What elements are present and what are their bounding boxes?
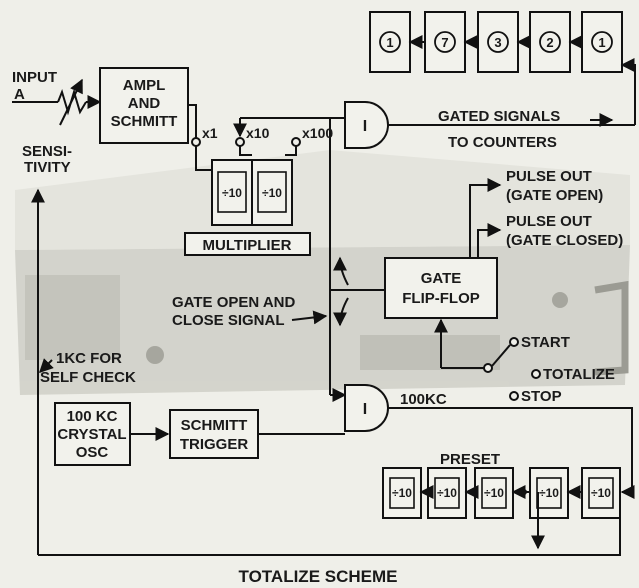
crystal-osc-block: 100 KC CRYSTAL OSC [55, 403, 130, 465]
tap-x1-label: x1 [202, 125, 218, 141]
switch-stop-label: STOP [521, 388, 562, 405]
self-check-label-2: SELF CHECK [40, 369, 136, 386]
trigger-label: TRIGGER [180, 436, 249, 453]
tap-x10-label: x10 [246, 125, 270, 141]
ampl-schmitt-block: AMPL AND SCHMITT [100, 68, 188, 143]
preset-div-2: ÷10 [437, 486, 457, 500]
pulse-closed-label: PULSE OUT [506, 213, 592, 230]
flipflop-label: FLIP-FLOP [402, 290, 480, 307]
multiplier-label: MULTIPLIER [203, 237, 292, 254]
counter-digit-4: 2 [546, 35, 553, 50]
and-gate-top-label: I [363, 118, 367, 135]
freq-100kc-label: 100KC [400, 391, 447, 408]
crystal-freq-label: 100 KC [67, 408, 118, 425]
self-check-label: 1KC FOR [56, 350, 122, 367]
to-counters-label: TO COUNTERS [448, 134, 557, 151]
preset-div-3: ÷10 [484, 486, 504, 500]
counter-digit-2: 7 [441, 35, 448, 50]
close-signal-label: CLOSE SIGNAL [172, 312, 285, 329]
gate-label: GATE [421, 270, 462, 287]
sensitivity-label: SENSI- [22, 143, 72, 160]
gate-open-label: (GATE OPEN) [506, 187, 603, 204]
preset-div-5: ÷10 [591, 486, 611, 500]
preset-div-4: ÷10 [539, 486, 559, 500]
tap-x100-label: x100 [302, 125, 333, 141]
switch-start-label: START [521, 334, 570, 351]
ampl-label: AMPL [123, 77, 166, 94]
and-label: AND [128, 95, 161, 112]
counter-digit-5: 1 [598, 35, 605, 50]
multiplier-div2-label: ÷10 [262, 186, 282, 200]
schmitt-trigger-label: SCHMITT [181, 417, 248, 434]
gated-signals-label: GATED SIGNALS [438, 108, 560, 125]
input-label: INPUT [12, 69, 57, 86]
diagram-caption: TOTALIZE SCHEME [239, 567, 398, 586]
sensitivity-label-2: TIVITY [24, 159, 71, 176]
schmitt-label: SCHMITT [111, 113, 178, 130]
sensitivity-potentiometer [12, 80, 100, 125]
input-channel-label: A [14, 86, 25, 103]
osc-label: OSC [76, 444, 109, 461]
gate-closed-label: (GATE CLOSED) [506, 232, 623, 249]
counter-digit-1: 1 [386, 35, 393, 50]
switch-totalize-label: TOTALIZE [543, 366, 615, 383]
schmitt-trigger-block: SCHMITT TRIGGER [170, 410, 258, 458]
preset-div-1: ÷10 [392, 486, 412, 500]
gate-flipflop-block: GATE FLIP-FLOP [385, 258, 497, 318]
preset-label: PRESET [440, 451, 500, 468]
gate-signal-label: GATE OPEN AND [172, 294, 296, 311]
pulse-open-label: PULSE OUT [506, 168, 592, 185]
and-gate-top: I [345, 102, 388, 148]
counter-digit-3: 3 [494, 35, 501, 50]
multiplier-div1-label: ÷10 [222, 186, 242, 200]
and-gate-bottom: I [345, 385, 388, 431]
and-gate-bottom-label: I [363, 401, 367, 418]
crystal-label: CRYSTAL [57, 426, 126, 443]
